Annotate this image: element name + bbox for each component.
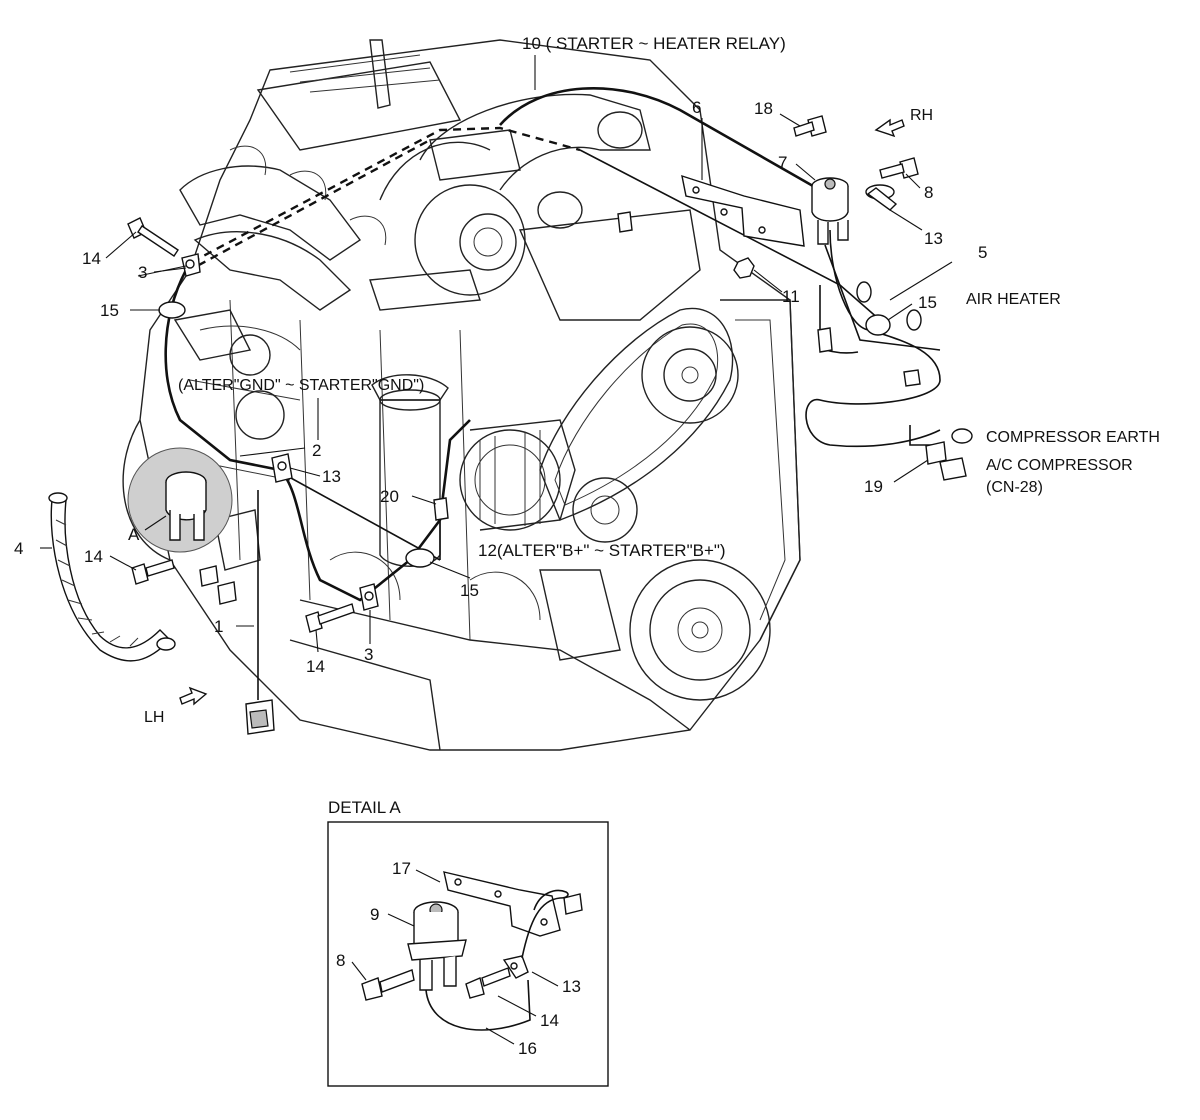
connector-marker-a: [617, 211, 633, 233]
wire-12: [279, 419, 471, 602]
sensor-20: [433, 497, 449, 521]
ring-terminal-mid: [271, 453, 293, 483]
callout-14-top: 14: [82, 249, 101, 268]
bolt-upper-left: [127, 217, 179, 257]
ring-terminal-upper: [181, 253, 201, 277]
detail-bolt-8: [361, 969, 415, 1001]
lh-arrow-icon: [179, 686, 208, 706]
callout-5: 5: [978, 243, 987, 262]
callout-4: 4: [14, 539, 23, 558]
terminal-13-right: [865, 184, 898, 211]
callout-13-right: 13: [924, 229, 943, 248]
detail-wire-16: [425, 979, 531, 1031]
bolt-18: [793, 115, 827, 137]
engine-block: [122, 39, 801, 751]
callout-8: 8: [924, 183, 933, 202]
ring-terminal-lower: [359, 583, 379, 611]
detail-terminal-13: [502, 955, 529, 979]
detail-bolt-14: [465, 967, 511, 999]
detail-callout-13: 13: [562, 977, 581, 996]
callout-13-mid: 13: [322, 467, 341, 486]
connector-small-b: [217, 581, 237, 605]
clip-19: [925, 441, 947, 465]
clamp-lower: [405, 548, 435, 568]
connector-marker-c: [903, 369, 921, 387]
rh-arrow-icon: [874, 118, 905, 138]
wire-10-dashed-2: [185, 138, 431, 274]
heater-relay-7: [811, 177, 849, 245]
detail-callout-9: 9: [370, 905, 379, 924]
callout-15-right: 15: [918, 293, 937, 312]
lh-label: LH: [144, 709, 164, 726]
callout-2: 2: [312, 441, 321, 460]
wiring-harness: [164, 87, 941, 700]
wire-10-dashed: [191, 126, 581, 264]
bolt-left: [131, 559, 175, 585]
callout-3-bottom: 3: [364, 645, 373, 664]
compressor-earth-label: COMPRESSOR EARTH: [986, 429, 1160, 446]
callout-19: 19: [864, 477, 883, 496]
detail-callout-8: 8: [336, 951, 345, 970]
connector-marker-b: [817, 327, 833, 353]
bolt-lower-mid: [305, 603, 355, 633]
air-heater-terminal-a: [856, 281, 872, 303]
detail-relay-9: [407, 901, 467, 991]
wire-10: [499, 87, 821, 192]
callout-11: 11: [782, 287, 800, 306]
callout-15-left: 15: [100, 301, 119, 320]
callout-12: 12(ALTER"B+" ~ STARTER"B+"): [478, 541, 726, 560]
detail-a: DETAIL A: [327, 798, 609, 1087]
bracket-6: [681, 174, 805, 247]
rh-label: RH: [910, 107, 933, 124]
detail-callout-14: 14: [540, 1011, 559, 1030]
detail-callout-17: 17: [392, 859, 411, 878]
clamp-upper-left: [158, 301, 186, 319]
connector-1: [245, 699, 275, 735]
callout-14-bottom: 14: [306, 657, 325, 676]
callout-A: A: [128, 525, 140, 544]
ground-strap: [48, 492, 176, 662]
callout-15-lower: 15: [460, 581, 479, 600]
connector-small-a: [199, 565, 219, 587]
callout-1: 1: [214, 617, 223, 636]
wire-5: [829, 229, 871, 331]
callout-14-left: 14: [84, 547, 103, 566]
callout-18: 18: [754, 99, 773, 118]
callout-labels: 10 ( STARTER ~ HEATER RELAY) 6 18 7 8 13…: [14, 34, 1160, 726]
air-heater-terminal-b: [906, 309, 922, 331]
callout-10: 10 ( STARTER ~ HEATER RELAY): [522, 34, 786, 53]
callout-7: 7: [778, 153, 787, 172]
nut-11: [733, 257, 755, 279]
ac-connector-label: (CN-28): [986, 479, 1043, 496]
wire-2: [164, 269, 281, 472]
callout-3-top: 3: [138, 263, 147, 282]
callout-6: 6: [692, 98, 701, 117]
detail-connector: [563, 893, 583, 915]
leader-lines: [40, 55, 953, 653]
clamp-right: [865, 314, 891, 336]
air-heater-label: AIR HEATER: [966, 291, 1061, 308]
compressor-harness: [805, 329, 941, 448]
ac-compressor-label: A/C COMPRESSOR: [986, 457, 1133, 474]
detail-bracket-17: [443, 871, 561, 937]
starter-relay-location: [127, 447, 233, 553]
ac-compressor-connector: [939, 457, 967, 481]
detail-callout-16: 16: [518, 1039, 537, 1058]
detail-a-frame: [327, 821, 609, 1087]
alter-gnd-label: (ALTER"GND" ~ STARTER"GND"): [178, 377, 424, 394]
compressor-earth-terminal: [951, 428, 973, 444]
bolt-8: [879, 157, 919, 179]
detail-a-title: DETAIL A: [328, 798, 401, 817]
callout-20: 20: [380, 487, 399, 506]
